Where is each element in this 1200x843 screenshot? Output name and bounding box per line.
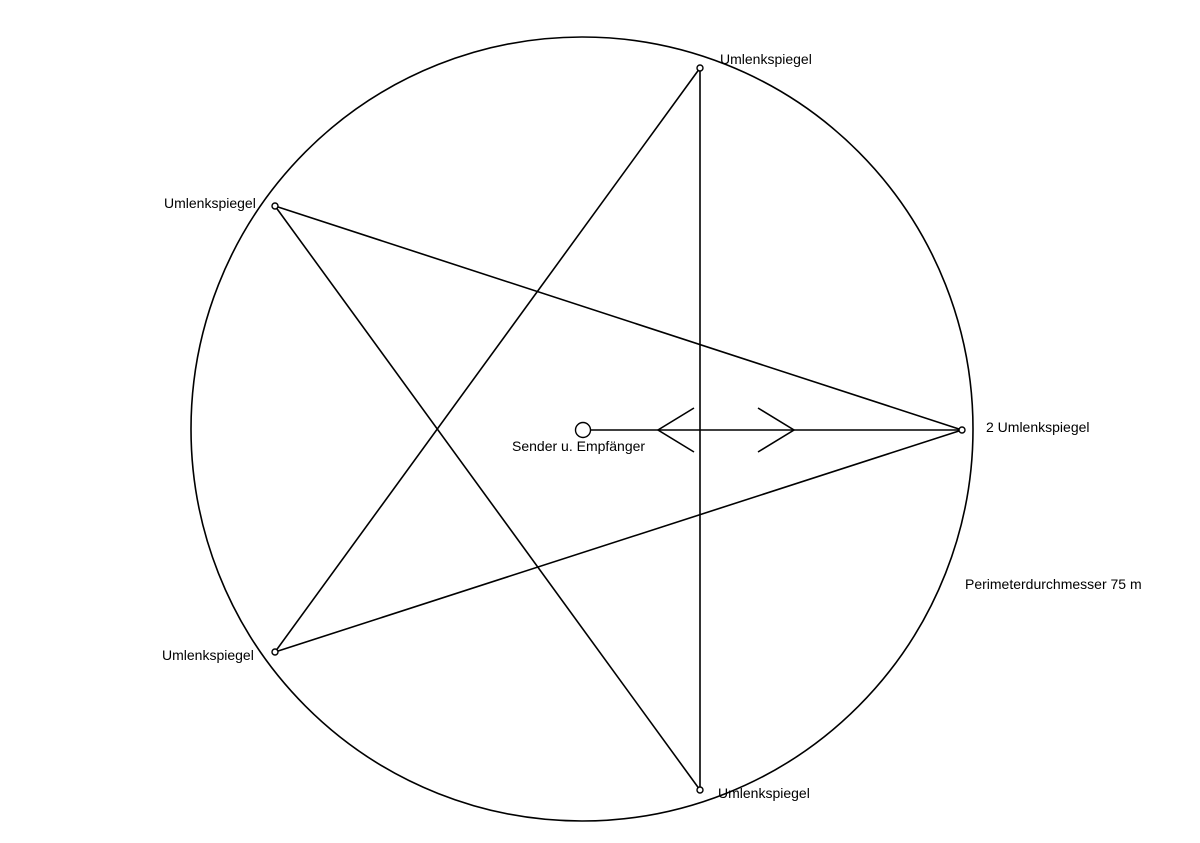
beam-upper-left-to-bottom [274, 205, 701, 791]
label-mirror-right: 2 Umlenkspiegel [986, 419, 1090, 435]
mirror-bottom-icon [696, 786, 704, 794]
mirror-upper-left-icon [271, 202, 279, 210]
mirror-right-icon [958, 426, 966, 434]
beam-path [274, 67, 963, 791]
arrow-left-chevron [656, 407, 695, 453]
beam-lower-left-to-right [274, 429, 963, 653]
label-mirror-bottom: Umlenkspiegel [718, 785, 810, 801]
mirror-lower-left-icon [271, 648, 279, 656]
mirror-top-icon [696, 64, 704, 72]
label-perimeter-diameter: Perimeterdurchmesser 75 m [965, 576, 1142, 592]
perimeter-circle [190, 36, 974, 822]
label-mirror-lower-left: Umlenkspiegel [162, 647, 254, 663]
beam-top-to-lower-left [274, 67, 701, 653]
sender-receiver-icon [574, 421, 592, 439]
arrow-right-chevron [757, 407, 796, 453]
label-mirror-top: Umlenkspiegel [720, 51, 812, 67]
beam-right-to-upper-left [274, 205, 963, 431]
label-sender-receiver: Sender u. Empfänger [512, 438, 645, 454]
label-mirror-upper-left: Umlenkspiegel [164, 195, 256, 211]
